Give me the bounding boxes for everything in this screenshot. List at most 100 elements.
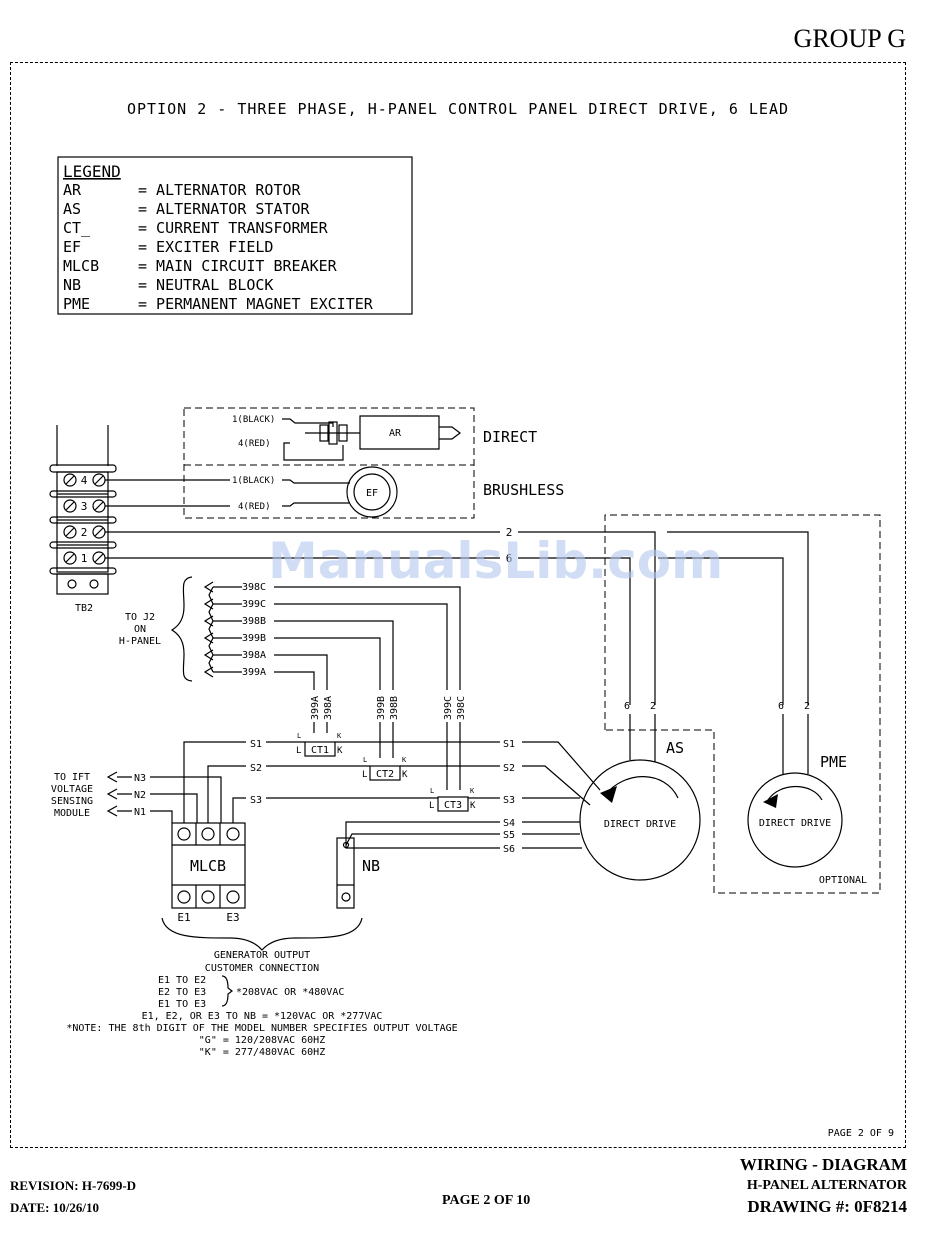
- legend-desc: = PERMANENT MAGNET EXCITER: [138, 295, 374, 313]
- tb2-label: TB2: [75, 603, 93, 614]
- output-pair: E2 TO E3: [158, 987, 206, 998]
- brushless-label: BRUSHLESS: [483, 481, 564, 499]
- drawing-number: DRAWING #: 0F8214: [747, 1197, 907, 1216]
- ct-l-label: L: [296, 746, 301, 756]
- inner-page-number: PAGE 2 OF 9: [828, 1128, 894, 1139]
- brace: [170, 576, 193, 682]
- to-j2-label: ON: [134, 624, 146, 635]
- ct-k-label: K: [337, 732, 342, 740]
- j2-wire-label: 398C: [242, 582, 266, 593]
- tb2-terminal-number: 4: [81, 474, 88, 487]
- s-lead-label: S4: [503, 818, 515, 829]
- ct-k-label: K: [402, 770, 408, 780]
- mlcb-label: MLCB: [190, 857, 226, 875]
- legend-desc: = ALTERNATOR ROTOR: [138, 181, 302, 199]
- legend-desc: = EXCITER FIELD: [138, 238, 273, 256]
- wire-6-label: 6: [506, 552, 513, 565]
- s-lead-label: S5: [503, 830, 515, 841]
- j2-wire-label: 398A: [242, 650, 266, 661]
- ct-wire-label: 399B: [376, 696, 387, 720]
- as-label: AS: [666, 739, 684, 757]
- pme-rotor-label: DIRECT DRIVE: [759, 818, 831, 829]
- ift-label: VOLTAGE: [51, 784, 93, 795]
- ct1-box: [304, 741, 336, 757]
- ct1-label: CT1: [311, 745, 329, 756]
- tb2-terminal-number: 1: [81, 552, 88, 565]
- legend-abbr: MLCB: [63, 257, 99, 275]
- output-g-line: "G" = 120/208VAC 60HZ: [199, 1035, 325, 1046]
- pme-lead-label: 6: [778, 701, 784, 712]
- legend-desc: = ALTERNATOR STATOR: [138, 200, 311, 218]
- ift-label: SENSING: [51, 796, 93, 807]
- legend-desc: = MAIN CIRCUIT BREAKER: [138, 257, 338, 275]
- output-note: GENERATOR OUTPUT: [214, 950, 310, 961]
- drawing-frame: [10, 62, 906, 1148]
- page-number: PAGE 2 OF 10: [442, 1193, 531, 1208]
- wire-2-label: 2: [506, 526, 513, 539]
- ct-l-label: L: [363, 756, 367, 764]
- j2-connector: [203, 581, 214, 678]
- ift-label: MODULE: [54, 808, 90, 819]
- output-pair: E1 TO E3: [158, 999, 206, 1010]
- as-lead-label: 6: [624, 701, 630, 712]
- legend-abbr: EF: [63, 238, 81, 256]
- legend-desc: = CURRENT TRANSFORMER: [138, 219, 329, 237]
- legend-box: [57, 156, 413, 315]
- exciter-options: DIRECT BRUSHLESS 1(BLACK) 4(RED) AR 1(BL…: [183, 407, 564, 519]
- ct3-label: CT3: [444, 800, 462, 811]
- output-brace: [161, 917, 363, 951]
- drawing-subtitle: H-PANEL ALTERNATOR: [746, 1178, 907, 1193]
- drawing-title: WIRING - DIAGRAM: [739, 1155, 907, 1174]
- s-lead-label: S6: [503, 844, 515, 855]
- j2-wire-label: 398B: [242, 616, 266, 627]
- pme-label: PME: [820, 753, 847, 771]
- ct-k-label: K: [337, 746, 343, 756]
- legend-abbr: AR: [63, 181, 82, 199]
- n-lead-label: N2: [134, 790, 146, 801]
- black-lead-label: 1(BLACK): [232, 476, 275, 486]
- e3-label: E3: [226, 911, 239, 924]
- legend-heading: LEGEND: [63, 162, 121, 181]
- ct-l-label: L: [297, 732, 301, 740]
- j2-wire-label: 399A: [242, 667, 266, 678]
- black-lead-label: 1(BLACK): [232, 415, 275, 425]
- output-pair-value: *208VAC OR *480VAC: [236, 987, 344, 998]
- s-lead-label: S3: [250, 795, 262, 806]
- ct-l-label: L: [362, 770, 367, 780]
- ct-k-label: K: [402, 756, 407, 764]
- ct-wire-label: 399C: [443, 696, 454, 720]
- s-lead-label: S2: [250, 763, 262, 774]
- ct3-box: [437, 796, 469, 812]
- diagram-title: OPTION 2 - THREE PHASE, H-PANEL CONTROL …: [127, 100, 789, 118]
- direct-label: DIRECT: [483, 428, 537, 446]
- pme-lead-label: 2: [804, 701, 810, 712]
- s-lead-label: S2: [503, 763, 515, 774]
- j2-wire-label: 399B: [242, 633, 266, 644]
- ift-connector: [106, 771, 118, 817]
- output-note-line: *NOTE: THE 8th DIGIT OF THE MODEL NUMBER…: [66, 1023, 457, 1034]
- tb2-terminal-number: 3: [81, 500, 88, 513]
- ct-wire-label: 398B: [389, 696, 400, 720]
- red-lead-label: 4(RED): [238, 502, 271, 512]
- to-j2-label: H-PANEL: [119, 636, 161, 647]
- s-lead-label: S1: [503, 739, 515, 750]
- tb2-terminal-number: 2: [81, 526, 88, 539]
- as-rotor-label: DIRECT DRIVE: [604, 819, 676, 830]
- ct2-box: [369, 765, 401, 781]
- alternator-stator: DIRECT DRIVE: [579, 759, 701, 881]
- n-lead-label: N3: [134, 773, 146, 784]
- optional-label: OPTIONAL: [819, 875, 867, 886]
- tb2-terminal-block: 4 3 2 1 TB2: [49, 425, 117, 614]
- legend-abbr: PME: [63, 295, 90, 313]
- revision: REVISION: H-7699-D: [10, 1178, 137, 1193]
- ct-l-label: L: [430, 787, 434, 795]
- ef-label: EF: [366, 488, 378, 499]
- pme-optional-box: [604, 514, 881, 894]
- ct-l-label: L: [429, 801, 434, 811]
- legend-desc: = NEUTRAL BLOCK: [138, 276, 273, 294]
- e1-label: E1: [177, 911, 190, 924]
- n-lead-label: N1: [134, 807, 146, 818]
- ct-k-label: K: [470, 787, 475, 795]
- s-lead-label: S3: [503, 795, 515, 806]
